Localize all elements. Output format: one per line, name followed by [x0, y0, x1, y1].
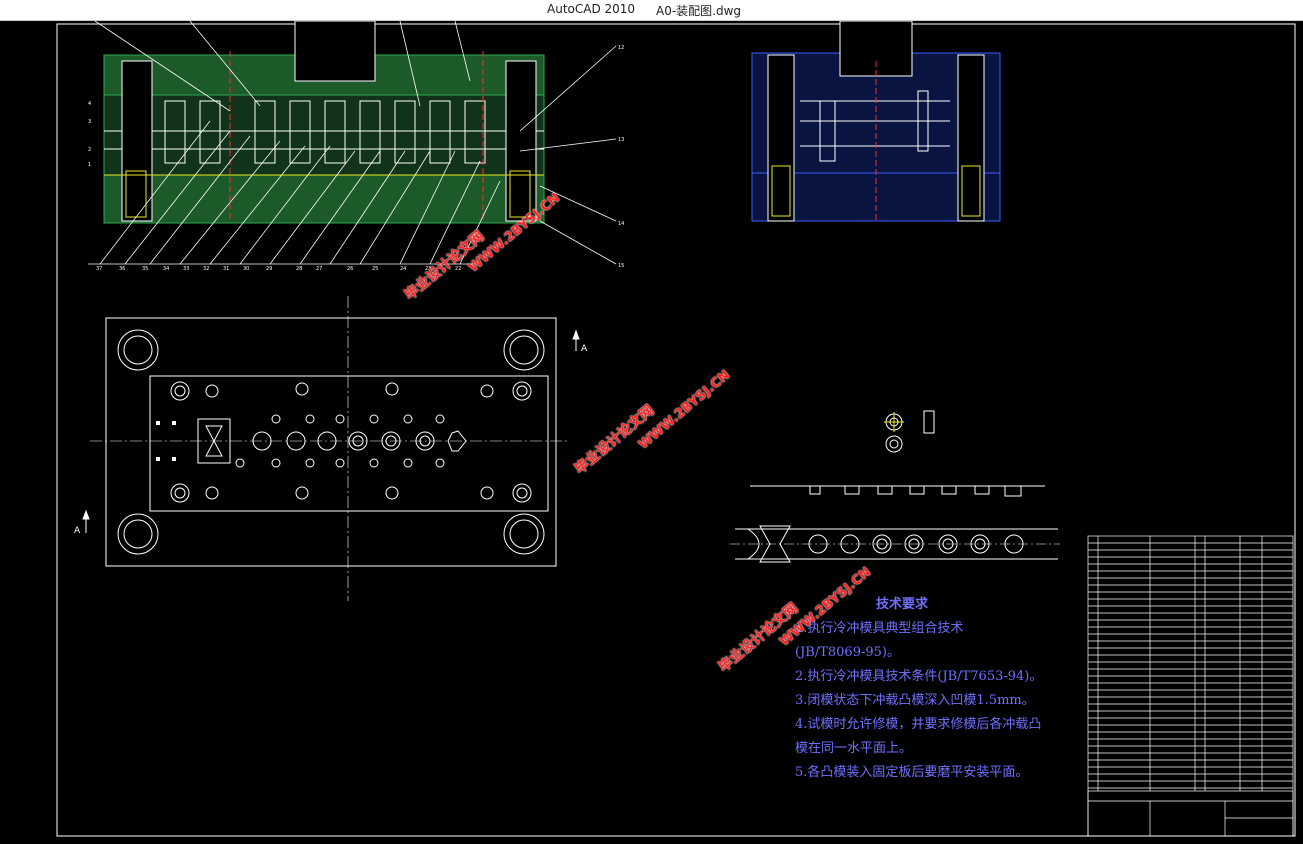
- part-number: 3: [88, 119, 91, 125]
- part-number: 32: [203, 266, 209, 272]
- part-number: 33: [183, 266, 189, 272]
- part-number: 23: [425, 266, 431, 272]
- strip-layout: [730, 485, 1060, 563]
- plan-view: [90, 296, 570, 601]
- part-number: 24: [400, 266, 406, 272]
- cad-drawing: 4 3 2 1 12 13 14 15 37 36 35 34 33 32 31…: [56, 20, 1296, 837]
- tech-req-line: 2.执行冷冲模具技术条件(JB/T7653-94)。: [795, 669, 1043, 684]
- part-number: 14: [618, 221, 624, 227]
- part-number: 12: [618, 45, 624, 51]
- part-number: 36: [119, 266, 125, 272]
- tech-req-line: (JB/T8069-95)。: [795, 645, 900, 660]
- part-number: 1: [88, 162, 91, 168]
- part-number: 26: [347, 266, 353, 272]
- part-detail-views: [884, 410, 935, 453]
- section-view-right: [751, 20, 1001, 222]
- tech-req-line: 3.闭模状态下冲载凸模深入凹模1.5mm。: [795, 693, 1035, 708]
- part-number: 25: [372, 266, 378, 272]
- part-numbers-right: 12 13 14 15: [618, 45, 624, 269]
- tech-req-line: 1.执行冷冲模具典型组合技术: [795, 621, 964, 636]
- parts-list: [1087, 535, 1294, 837]
- part-number: 35: [142, 266, 148, 272]
- part-number: 29: [266, 266, 272, 272]
- file-title: A0-装配图.dwg: [656, 4, 742, 18]
- part-numbers-left: 4 3 2 1: [88, 101, 91, 168]
- part-number: 28: [296, 266, 302, 272]
- part-number: 13: [618, 137, 624, 143]
- drawing-canvas[interactable]: 4 3 2 1 12 13 14 15 37 36 35 34 33 32 31…: [0, 20, 1303, 840]
- part-number: 4: [88, 101, 91, 107]
- part-number: 37: [96, 266, 102, 272]
- part-number: 30: [243, 266, 249, 272]
- tech-req-line: 4.试模时允许修模，并要求修模后各冲载凸: [795, 717, 1042, 732]
- app-title: AutoCAD 2010: [547, 2, 636, 16]
- tech-req-line: 模在同一水平面上。: [795, 741, 913, 756]
- part-number: 22: [455, 266, 461, 272]
- drawing-border: [56, 23, 1296, 837]
- tech-req-title: 技术要求: [876, 597, 929, 612]
- section-view-left: [88, 20, 617, 265]
- part-number: 27: [316, 266, 322, 272]
- part-numbers-bottom: 37 36 35 34 33 32 31 30 29 28 27 26 25 2…: [96, 266, 461, 272]
- section-label: A: [74, 526, 81, 536]
- title-bar: AutoCAD 2010 A0-装配图.dwg: [0, 0, 1303, 21]
- part-number: 2: [88, 147, 91, 153]
- part-number: 15: [618, 263, 624, 269]
- section-label: A: [581, 344, 588, 354]
- tech-req-line: 5.各凸模装入固定板后要磨平安装平面。: [795, 765, 1029, 780]
- part-number: 31: [223, 266, 229, 272]
- section-arrows: A A: [74, 329, 588, 536]
- part-number: 34: [163, 266, 169, 272]
